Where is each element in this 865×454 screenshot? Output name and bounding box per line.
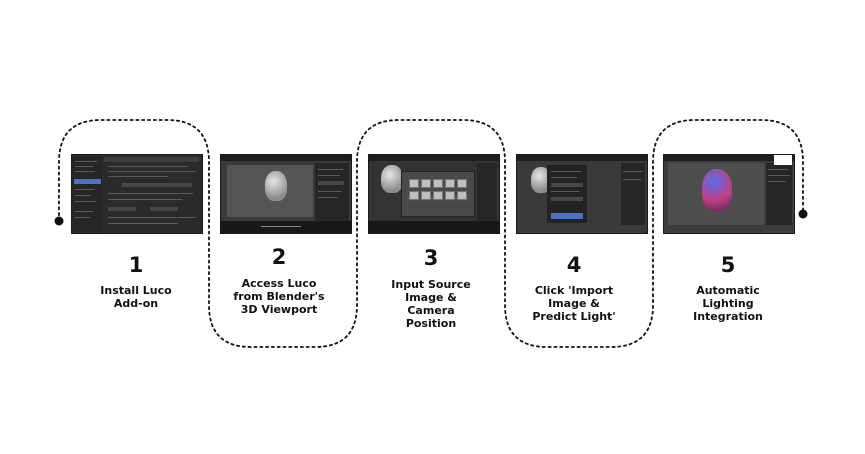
step-3-label: Input Source Image & Camera Position	[391, 278, 471, 330]
step-4-number: 4	[566, 253, 582, 277]
step-4-label: Click 'Import Image & Predict Light'	[532, 284, 616, 323]
step-1-screenshot	[71, 154, 203, 234]
flow-end-dot	[798, 209, 808, 219]
step-1-number: 1	[128, 253, 144, 277]
flow-start-dot	[54, 216, 64, 226]
step-5-screenshot	[663, 154, 795, 234]
step-4-screenshot	[516, 154, 648, 234]
step-2-screenshot	[220, 154, 352, 234]
step-1-label: Install Luco Add-on	[100, 284, 172, 310]
step-2-number: 2	[271, 245, 287, 269]
step-2-label: Access Luco from Blender's 3D Viewport	[233, 277, 325, 316]
flow-path-line	[58, 119, 804, 348]
step-3-number: 3	[423, 246, 439, 270]
step-5-label: Automatic Lighting Integration	[693, 284, 763, 323]
step-5-number: 5	[720, 253, 736, 277]
step-3-screenshot	[368, 154, 500, 234]
